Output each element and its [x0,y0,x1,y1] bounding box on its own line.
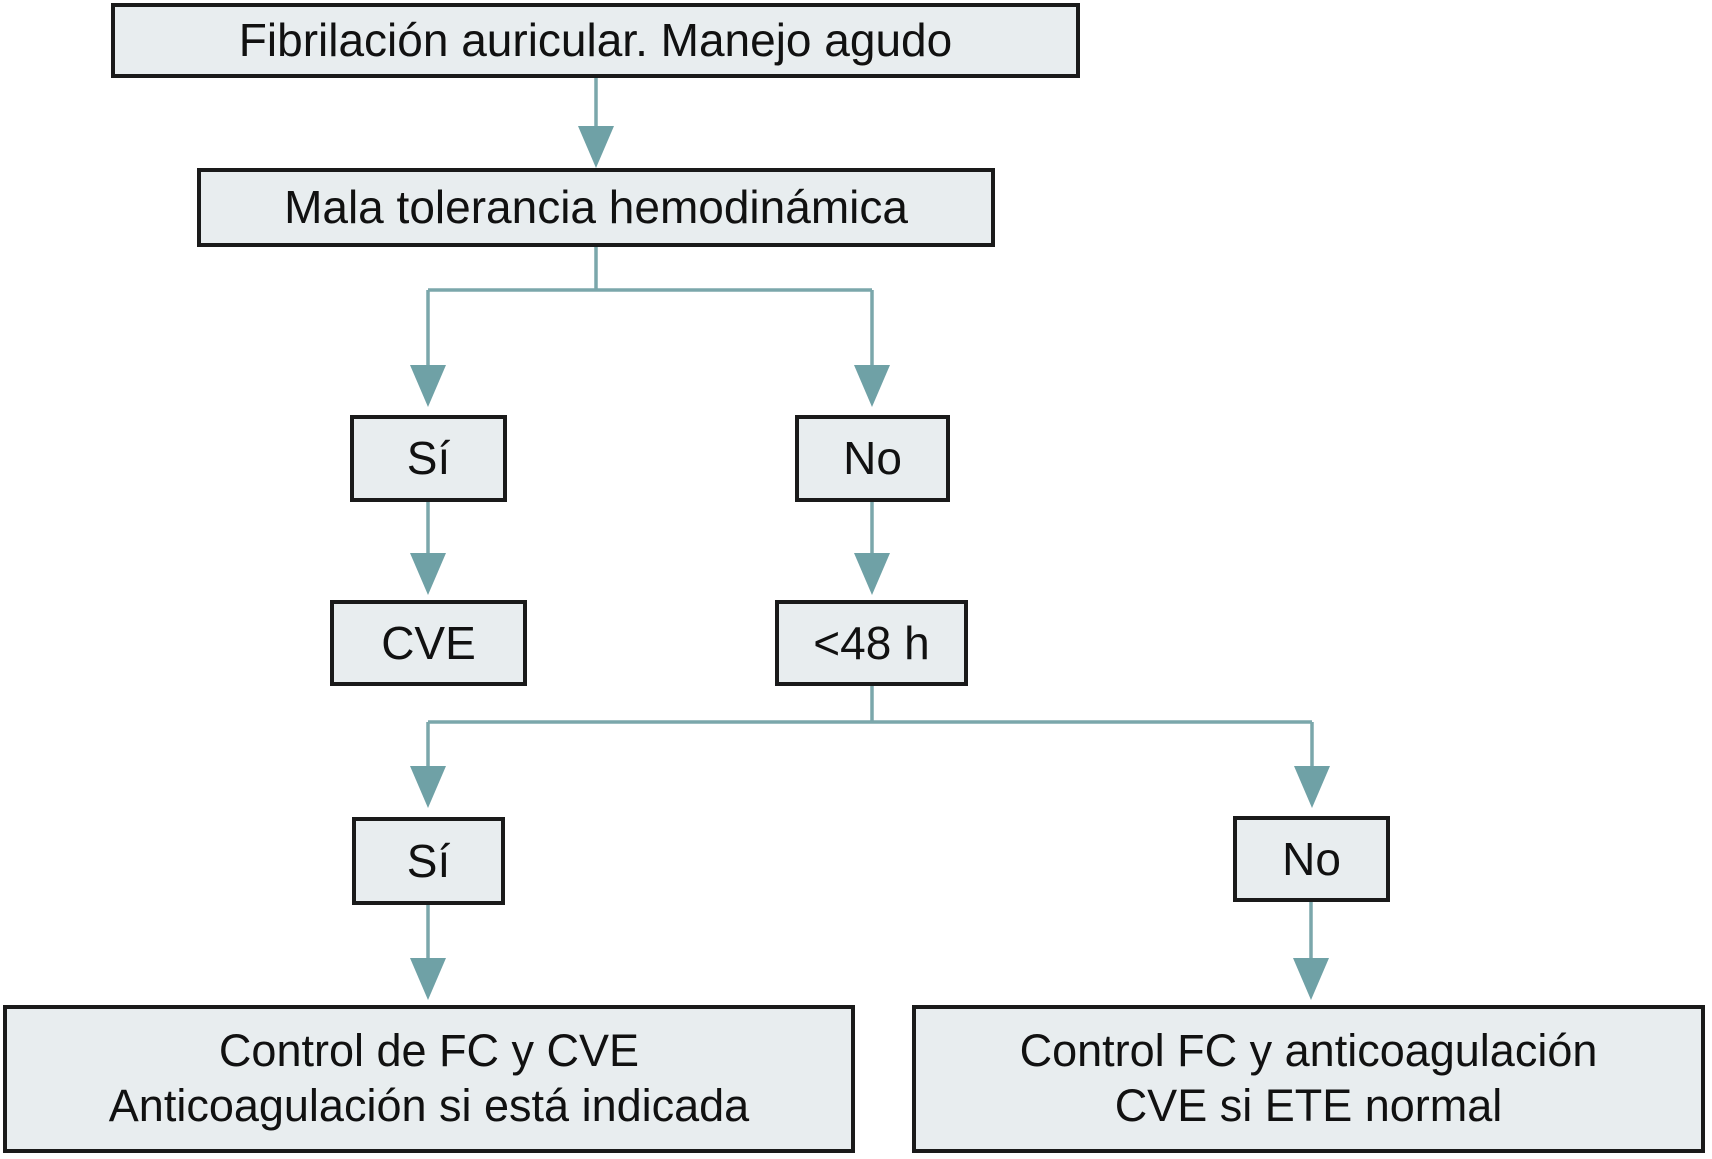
node-condition: Mala tolerancia hemodinámica [197,168,995,247]
node-cve: CVE [330,600,527,686]
node-yes-2: Sí [352,817,505,905]
arrowhead-to-condition [578,126,614,168]
node-no-2-label: No [1282,832,1341,885]
node-no-1: No [795,415,950,502]
node-outcome-no: Control FC y anticoagulación CVE si ETE … [912,1005,1705,1153]
node-title-label: Fibrilación auricular. Manejo agudo [238,14,953,67]
node-under-48h-label: <48 h [813,616,930,669]
node-condition-label: Mala tolerancia hemodinámica [284,181,908,234]
node-outcome-no-line1: Control FC y anticoagulación [1019,1025,1598,1077]
connector-condition-branch [426,247,874,366]
node-yes-2-label: Sí [406,834,451,887]
arrowhead-to-outcome-no [1293,958,1329,1000]
node-yes-1-label: Sí [406,432,451,485]
node-outcome-yes: Control de FC y CVE Anticoagulación si e… [3,1005,855,1153]
node-title: Fibrilación auricular. Manejo agudo [111,3,1080,78]
node-under-48h: <48 h [775,600,968,686]
node-no-1-label: No [843,432,902,485]
arrowhead-to-no2 [1294,766,1330,808]
node-no-2: No [1233,816,1390,902]
arrowhead-to-no1 [854,365,890,407]
arrowhead-to-yes2 [410,766,446,808]
node-outcome-yes-line1: Control de FC y CVE [218,1025,640,1077]
node-cve-label: CVE [381,616,476,669]
node-outcome-yes-line2: Anticoagulación si está indicada [108,1080,750,1131]
arrowhead-to-yes1 [410,365,446,407]
node-outcome-no-line2: CVE si ETE normal [1114,1080,1503,1131]
arrowhead-to-outcome-yes [410,958,446,1000]
arrowhead-to-cve [410,553,446,595]
arrowhead-to-under48h [854,553,890,595]
connector-under48h-branch [426,686,1314,767]
node-yes-1: Sí [350,415,507,502]
